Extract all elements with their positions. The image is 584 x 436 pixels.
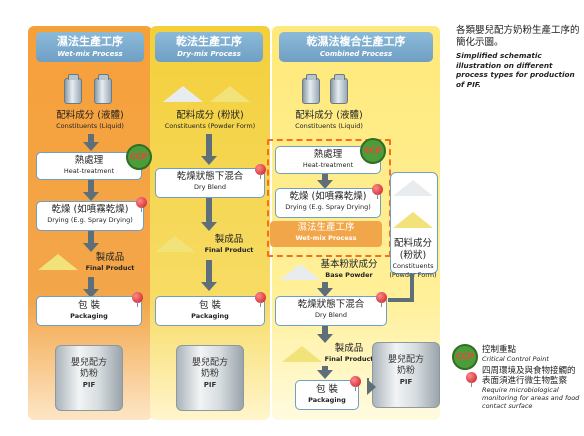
milk-can-icon xyxy=(94,74,112,104)
powder-pile-icon xyxy=(393,180,433,196)
combined-title-zh: 乾濕法複合生產工序 xyxy=(306,35,406,48)
flow-arrow xyxy=(317,282,333,297)
powder-pile-icon xyxy=(155,236,195,252)
side-ingredients-label: 配料成分 (粉狀) Constituents (Powder Form) xyxy=(389,238,437,279)
powder-pile-icon xyxy=(210,86,250,102)
flow-arrow xyxy=(367,378,369,390)
dry-final-product-label: 製成品 Final Product xyxy=(204,234,254,254)
legend-ccp: 控制重點 Critical Control Point xyxy=(482,345,549,363)
pif-tin-wet: 嬰兒配方 奶粉 PIF xyxy=(55,345,123,411)
caption-en: Simplified schematic illustration on dif… xyxy=(456,51,575,89)
combined-dry-blend-box: 乾燥狀態下混合 Dry Blend xyxy=(275,296,387,326)
flow-arrow xyxy=(83,134,99,151)
dry-mix-title-zh: 乾法生產工序 xyxy=(176,35,242,48)
legend-pin-icon xyxy=(466,372,477,387)
milk-can-icon xyxy=(64,74,82,104)
wet-mix-title-zh: 濕法生產工序 xyxy=(57,35,123,48)
milk-can-icon xyxy=(302,74,320,104)
ccp-icon: CCP xyxy=(126,144,152,170)
ccp-icon: CCP xyxy=(360,138,386,164)
pin-icon xyxy=(376,292,387,307)
combined-title-en: Combined Process xyxy=(319,50,393,58)
dry-mix-title-en: Dry-mix Process xyxy=(177,50,241,58)
combined-header: 乾濕法複合生產工序 Combined Process xyxy=(279,32,433,62)
pin-icon xyxy=(255,164,266,179)
wet-ingredients-label: 配料成分 (液體) Constituents (Liquid) xyxy=(56,110,124,130)
wet-final-product-label: 製成品 Final Product xyxy=(85,252,135,272)
flow-arrow xyxy=(83,231,99,252)
dry-packaging-box: 包 裝 Packaging xyxy=(155,296,265,326)
flow-arrow xyxy=(317,174,333,189)
side-connector xyxy=(388,298,414,302)
powder-pile-icon xyxy=(163,86,203,102)
dry-blend-box: 乾燥狀態下混合 Dry Blend xyxy=(155,168,265,198)
wet-mix-header: 濕法生產工序 Wet-mix Process xyxy=(36,32,144,62)
pin-icon xyxy=(350,376,361,391)
wet-drying-box: 乾燥 (如噴霧乾燥) Drying (E.g. Spray Drying) xyxy=(36,201,144,231)
pif-tin-dry: 嬰兒配方 奶粉 PIF xyxy=(176,345,244,411)
powder-pile-icon xyxy=(280,264,320,280)
legend-ccp-icon: CCP xyxy=(452,344,478,370)
dry-mix-header: 乾法生產工序 Dry-mix Process xyxy=(155,32,263,62)
flow-arrow xyxy=(83,180,99,201)
flow-arrow xyxy=(201,134,217,165)
flow-arrow xyxy=(83,277,99,298)
flow-arrow xyxy=(201,198,217,231)
pif-tin-combined: 嬰兒配方 奶粉 PIF xyxy=(372,342,440,408)
powder-pile-icon xyxy=(38,254,78,270)
combined-ingredients-label: 配料成分 (液體) Constituents (Liquid) xyxy=(295,110,363,130)
milk-can-icon xyxy=(330,74,348,104)
flow-arrow xyxy=(317,366,333,379)
flow-arrow xyxy=(201,260,217,291)
pin-icon xyxy=(136,197,147,212)
powder-pile-icon xyxy=(282,346,322,362)
wet-mix-subprocess-label: 濕法生產工序 Wet-mix Process xyxy=(270,221,382,247)
caption-zh: 各類嬰兒配方奶粉生產工序的簡化示圖。 xyxy=(456,25,580,48)
wet-packaging-box: 包 裝 Packaging xyxy=(36,296,142,326)
pin-icon xyxy=(132,292,143,307)
powder-pile-icon xyxy=(393,212,433,228)
flow-arrow xyxy=(317,326,333,343)
combined-packaging-box: 包 裝 Packaging xyxy=(295,380,359,410)
legend-monitor: 四周環境及與食物接觸的表面須進行微生物監察 Require microbiolo… xyxy=(482,366,580,410)
combined-final-product-label: 製成品 Final Product xyxy=(324,343,374,363)
base-powder-label: 基本粉狀成分 Base Powder xyxy=(320,259,378,279)
pin-icon xyxy=(372,184,383,199)
wet-mix-title-en: Wet-mix Process xyxy=(57,50,123,58)
combined-drying-box: 乾燥 (如噴霧乾燥) Drying (E.g. Spray Drying) xyxy=(275,188,381,218)
dry-ingredients-label: 配料成分 (粉狀) Constituents (Powder Form) xyxy=(164,110,256,130)
side-connector xyxy=(410,274,414,298)
pin-icon xyxy=(255,292,266,307)
diagram-caption: 各類嬰兒配方奶粉生產工序的簡化示圖。 Simplified schematic … xyxy=(456,25,582,89)
